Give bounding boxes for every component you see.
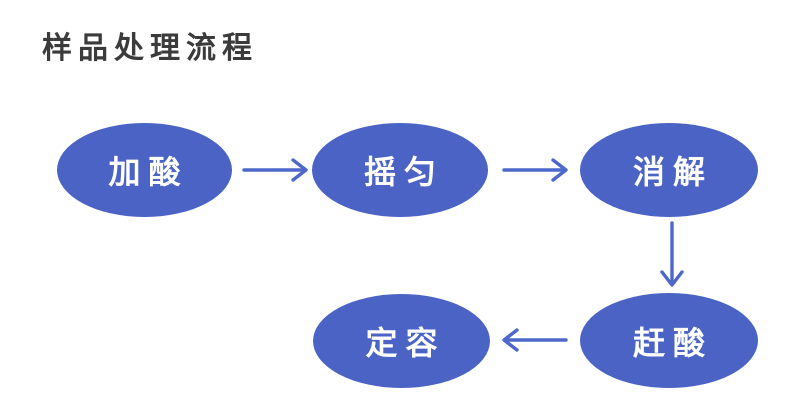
arrow-right-icon bbox=[242, 158, 308, 182]
flow-node-xiao-jie: 消解 bbox=[580, 123, 758, 217]
arrow-left-icon bbox=[502, 328, 568, 352]
flow-node-label: 定容 bbox=[365, 325, 446, 361]
flow-node-gan-suan: 赶酸 bbox=[580, 293, 758, 388]
flow-node-label: 消解 bbox=[632, 154, 713, 190]
flow-node-ding-rong: 定容 bbox=[313, 294, 490, 388]
diagram-title: 样品处理流程 bbox=[42, 32, 258, 65]
flow-node-yao-yun: 摇匀 bbox=[312, 123, 488, 217]
arrow-right-icon bbox=[502, 158, 568, 182]
arrow-down-icon bbox=[660, 221, 684, 287]
flow-node-jia-suan: 加酸 bbox=[57, 123, 232, 217]
flow-node-label: 加酸 bbox=[108, 154, 189, 190]
flow-node-label: 摇匀 bbox=[363, 154, 444, 190]
flow-node-label: 赶酸 bbox=[632, 324, 713, 361]
